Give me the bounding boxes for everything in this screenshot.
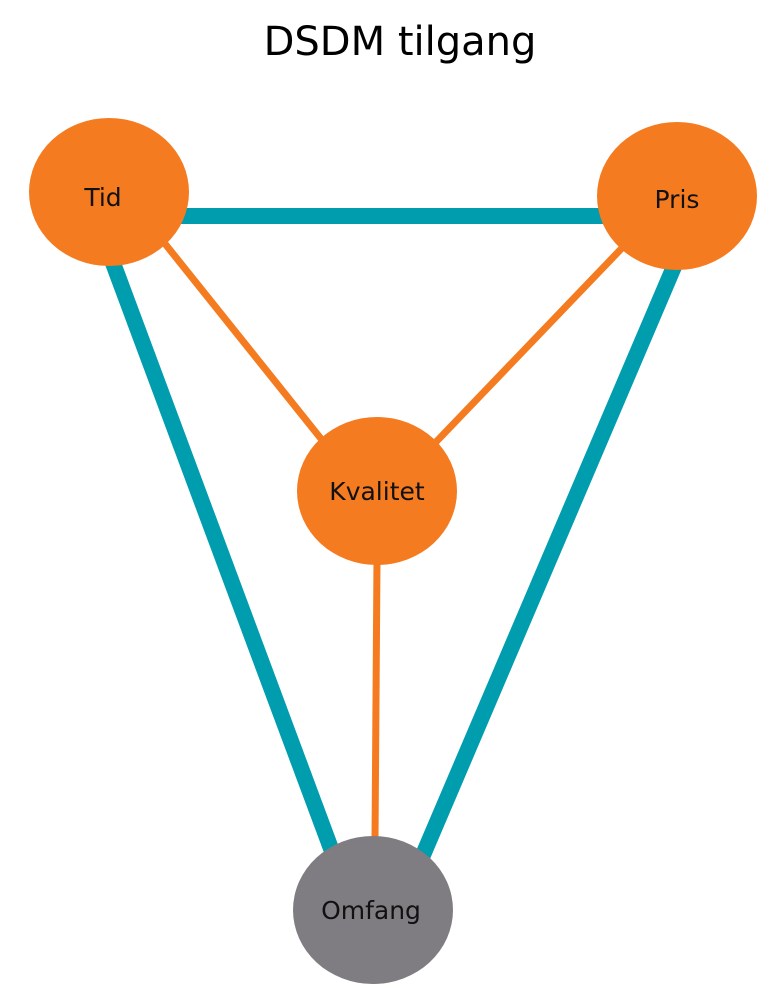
edge-pris-omfang (412, 258, 684, 866)
node-pris-label: Pris (655, 185, 700, 214)
node-tid-circle (29, 118, 189, 266)
node-tid-label: Tid (83, 183, 121, 212)
node-omfang-label: Omfang (321, 896, 421, 925)
node-tid: Tid (29, 118, 189, 266)
edge-kvalitet-omfang (371, 559, 381, 841)
edge-tid-kvalitet (159, 237, 325, 443)
edge-tid-omfang (102, 252, 344, 865)
node-kvalitet: Kvalitet (297, 417, 457, 565)
node-kvalitet-label: Kvalitet (329, 477, 425, 506)
node-pris: Pris (597, 122, 757, 270)
node-pris-circle (597, 122, 757, 270)
node-omfang: Omfang (293, 836, 453, 984)
diagram-title: DSDM tilgang (264, 19, 537, 65)
node-kvalitet-circle (297, 417, 457, 565)
edge-pris-kvalitet (432, 245, 625, 446)
node-omfang-circle (293, 836, 453, 984)
